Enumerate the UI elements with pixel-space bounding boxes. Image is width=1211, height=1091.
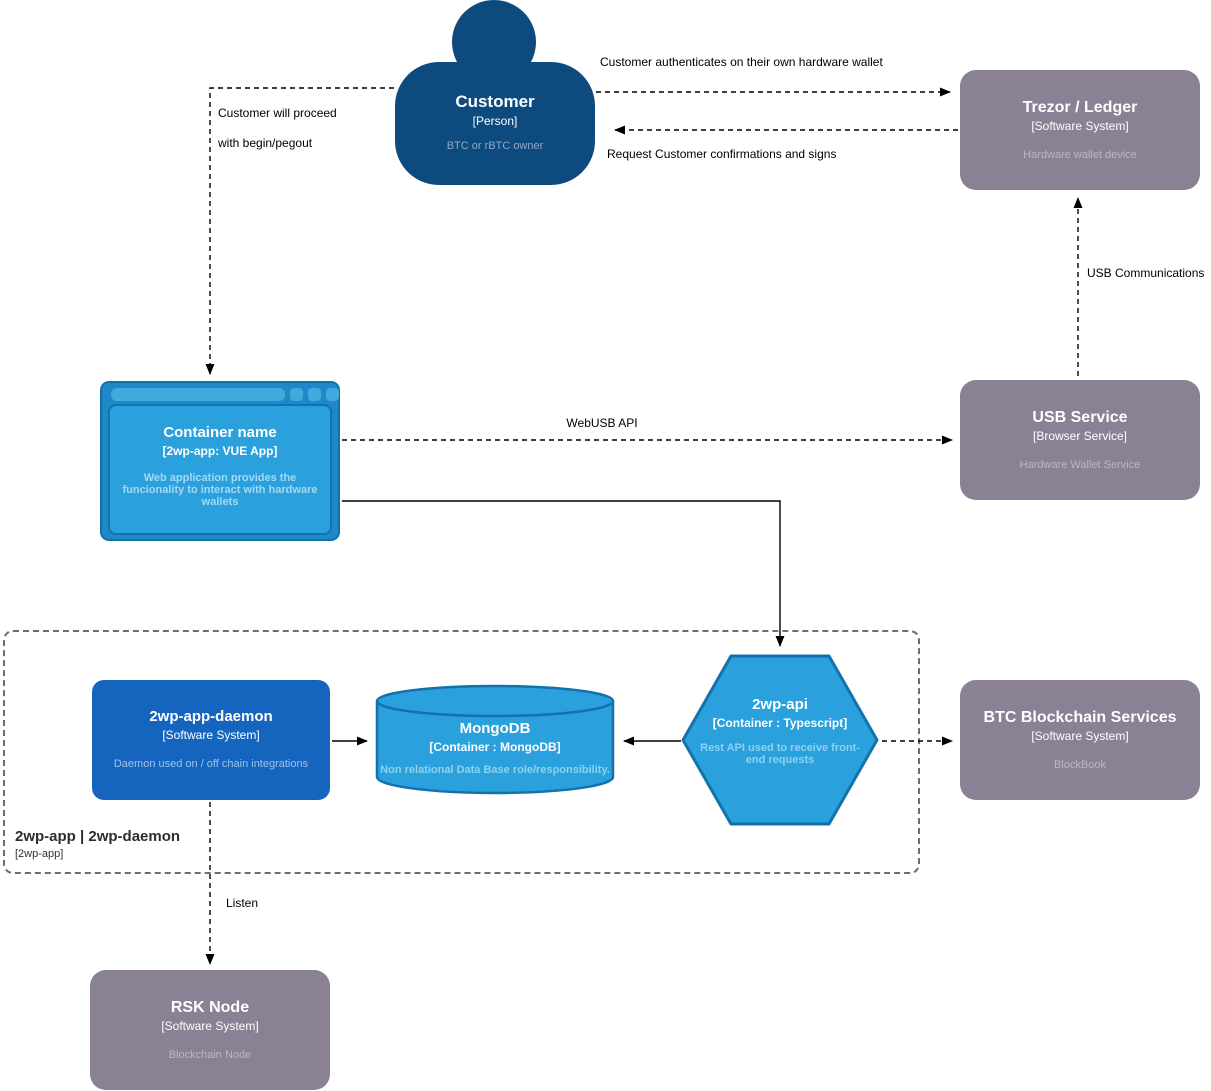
btc-title: BTC Blockchain Services xyxy=(983,709,1177,726)
container-subtitle: [2wp-app: VUE App] xyxy=(162,444,278,458)
edge-customer-container xyxy=(205,87,394,375)
edge-label-webusb: WebUSB API xyxy=(566,416,638,430)
api-description: Rest API used to receive front-end reque… xyxy=(700,742,860,766)
customer-title: Customer xyxy=(455,92,535,111)
database-cylinder-icon xyxy=(375,684,615,795)
trezor-title: Trezor / Ledger xyxy=(1022,99,1138,116)
mongodb-subtitle: [Container : MongoDB] xyxy=(429,740,561,754)
rsk-description: Blockchain Node xyxy=(168,1049,252,1062)
vue-app-container-node[interactable]: Container name [2wp-app: VUE App] Web ap… xyxy=(100,381,340,541)
container-description: Web application provides the funcionalit… xyxy=(122,472,318,508)
browser-address-bar xyxy=(111,388,285,401)
daemon-description: Daemon used on / off chain integrations xyxy=(113,758,309,770)
edge-container-api xyxy=(342,500,785,647)
usb-service-node[interactable]: USB Service [Browser Service] Hardware W… xyxy=(960,380,1200,500)
usb-service-description: Hardware Wallet Service xyxy=(1019,459,1141,472)
daemon-title: 2wp-app-daemon xyxy=(149,708,273,725)
boundary-subtitle: [2wp-app] xyxy=(15,848,64,860)
vue-app-container-body: Container name [2wp-app: VUE App] Web ap… xyxy=(108,404,332,535)
api-node[interactable]: 2wp-api [Container : Typescript] Rest AP… xyxy=(680,652,880,828)
mongodb-title: MongoDB xyxy=(459,720,531,737)
btc-subtitle: [Software System] xyxy=(1031,729,1129,744)
daemon-node[interactable]: 2wp-app-daemon [Software System] Daemon … xyxy=(92,680,330,800)
btc-services-node[interactable]: BTC Blockchain Services [Software System… xyxy=(960,680,1200,800)
daemon-subtitle: [Software System] xyxy=(162,728,260,742)
customer-node[interactable]: Customer [Person] BTC or rBTC owner xyxy=(395,62,595,185)
usb-service-subtitle: [Browser Service] xyxy=(1032,429,1128,444)
mongodb-node[interactable]: MongoDB [Container : MongoDB] Non relati… xyxy=(375,684,615,796)
btc-description: BlockBook xyxy=(1054,759,1106,772)
boundary-2wp-app[interactable]: 2wp-app | 2wp-daemon [2wp-app] xyxy=(3,630,920,874)
rsk-title: RSK Node xyxy=(170,999,250,1016)
api-subtitle: [Container : Typescript] xyxy=(712,716,848,730)
edge-label-listen: Listen xyxy=(226,896,259,910)
mongodb-description: Non relational Data Base role/responsibi… xyxy=(380,764,610,776)
edge-label-usb-communications: USB Communications xyxy=(1087,266,1205,280)
edge-label-proceed-line2: with begin/pegout xyxy=(218,136,313,150)
boundary-title: 2wp-app | 2wp-daemon xyxy=(15,828,181,845)
edge-label-authenticates: Customer authenticates on their own hard… xyxy=(600,55,883,69)
browser-button-icon xyxy=(308,388,321,401)
rsk-node[interactable]: RSK Node [Software System] Blockchain No… xyxy=(90,970,330,1090)
edge-label-confirmations: Request Customer confirmations and signs xyxy=(607,147,837,161)
trezor-subtitle: [Software System] xyxy=(1031,119,1129,134)
edge-label-proceed-line1: Customer will proceed xyxy=(218,106,337,120)
usb-service-title: USB Service xyxy=(1032,409,1128,426)
container-title: Container name xyxy=(163,424,277,441)
api-title: 2wp-api xyxy=(752,696,808,713)
browser-button-icon xyxy=(326,388,339,401)
trezor-description: Hardware wallet device xyxy=(1023,149,1137,162)
rsk-subtitle: [Software System] xyxy=(161,1019,259,1034)
hexagon-shape-icon xyxy=(681,654,879,826)
browser-button-icon xyxy=(290,388,303,401)
customer-subtitle: [Person] xyxy=(472,114,518,129)
trezor-ledger-node[interactable]: Trezor / Ledger [Software System] Hardwa… xyxy=(960,70,1200,190)
customer-description: BTC or rBTC owner xyxy=(446,140,544,153)
